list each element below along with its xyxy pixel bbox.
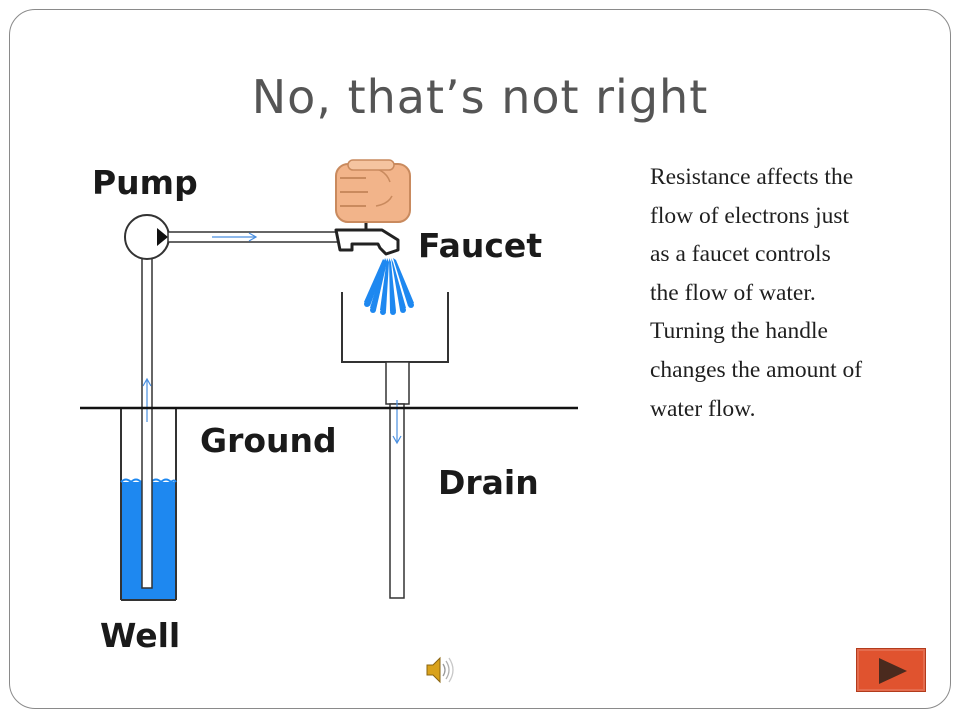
body-line: water flow.: [650, 395, 756, 422]
flow-arrow-down-head: [392, 435, 402, 445]
label-ground: Ground: [200, 421, 337, 460]
flow-arrow-right-head: [248, 232, 258, 242]
flow-arrow-up-head: [142, 377, 152, 387]
speaker-icon[interactable]: [424, 654, 454, 686]
next-slide-button[interactable]: [856, 648, 926, 692]
hand-icon: [335, 159, 411, 223]
body-line: Turning the handle: [650, 318, 828, 345]
label-pump: Pump: [92, 163, 198, 202]
body-line: the flow of water.: [650, 279, 816, 306]
pump-arrow: [157, 228, 168, 246]
slide-title: No, that’s not right: [251, 70, 709, 124]
body-line: flow of electrons just: [650, 202, 850, 229]
next-arrow-icon: [879, 658, 907, 684]
body-line: Resistance affects the: [650, 164, 854, 190]
drain-connector: [385, 361, 410, 405]
faucet: [334, 228, 400, 256]
label-well: Well: [100, 616, 180, 655]
body-line: changes the amount of: [650, 356, 863, 383]
body-line: as a faucet controls: [650, 241, 831, 268]
body-text: Resistance affects the flow of electrons…: [650, 158, 930, 428]
well-pipe: [141, 257, 153, 589]
label-drain: Drain: [438, 463, 539, 502]
water-spray: [364, 258, 414, 315]
label-faucet: Faucet: [418, 226, 542, 265]
